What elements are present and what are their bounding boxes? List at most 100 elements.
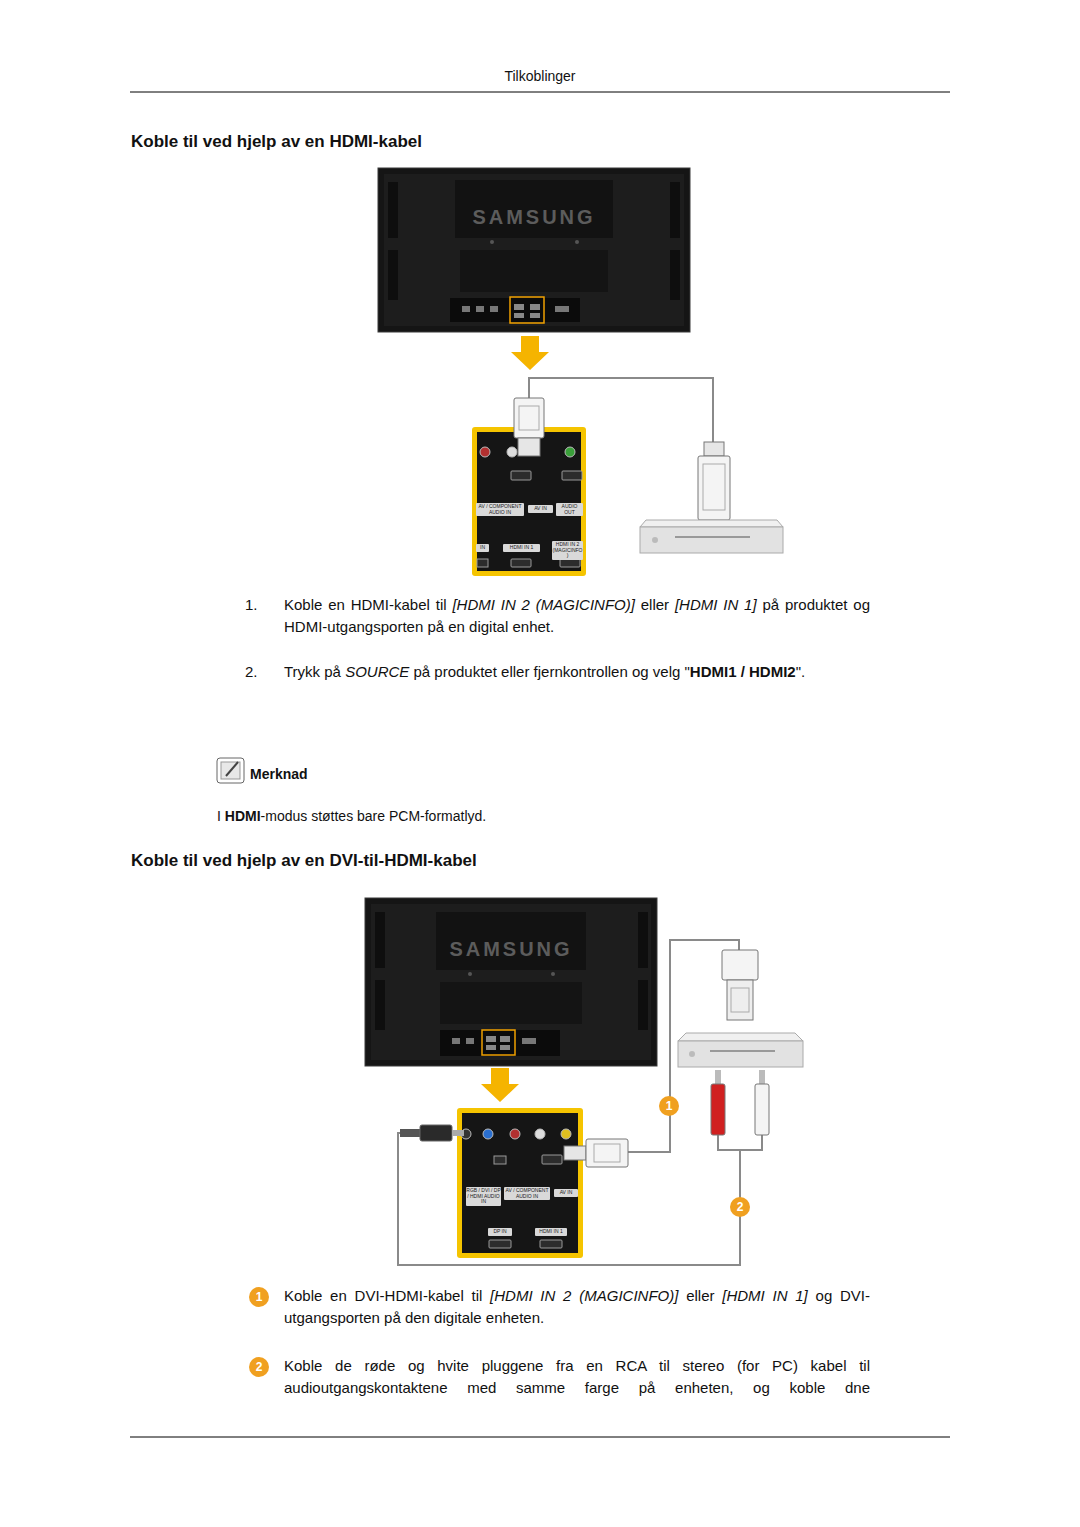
note-icon-part: [221, 762, 240, 779]
callout-number: 2: [249, 1357, 269, 1377]
connector-panel-part: [535, 1129, 545, 1139]
monitor-back-part: [388, 250, 398, 300]
connector-panel-part: [561, 1129, 571, 1139]
hdmi-plug-part: [704, 442, 724, 456]
step-text: Trykk på SOURCE på produktet eller fjern…: [284, 661, 870, 683]
monitor-back-part: [388, 182, 398, 238]
rule-line-part: [130, 92, 950, 93]
connector-panel-part: [562, 471, 582, 480]
monitor-back-part: [530, 304, 540, 310]
monitor-back-part: [490, 306, 498, 312]
port-label: AV IN: [528, 505, 553, 513]
dvd-player-part: [678, 1041, 803, 1067]
monitor-back: [378, 168, 690, 332]
callout-circle-part: [249, 1287, 269, 1307]
hdmi-plug-part: [518, 438, 540, 456]
connector-panel: [472, 427, 586, 576]
port-name: [HDMI IN 1]: [675, 596, 757, 613]
port-label: AUDIO OUT: [556, 503, 583, 516]
connector-panel-part: [480, 447, 490, 457]
monitor-back: [365, 898, 657, 1066]
dvd-player-part: [710, 1050, 775, 1052]
brand-logo: SAMSUNG: [454, 206, 614, 229]
text-run: Trykk på: [284, 663, 341, 680]
monitor-back-part: [670, 182, 680, 238]
monitor-back-part: [490, 240, 494, 244]
port-label: IN: [476, 544, 489, 552]
monitor-back-part: [440, 982, 582, 1024]
rca-plug: [711, 1070, 769, 1135]
note-heading: Merknad: [250, 766, 308, 782]
text-run: eller: [686, 1287, 714, 1304]
monitor-back-part: [530, 313, 540, 318]
step-text: Koble en HDMI-kabel til [HDMI IN 2 (MAGI…: [284, 594, 870, 638]
connector-panel-part: [510, 1129, 520, 1139]
source-name: HDMI1 / HDMI2: [690, 663, 796, 680]
dvd-player: [640, 520, 783, 553]
monitor-back-part: [482, 1030, 515, 1055]
connector-panel-part: [507, 447, 517, 457]
monitor-back-part: [450, 298, 580, 322]
dvd-player-part: [675, 536, 750, 538]
connector-panel-part: [462, 1113, 578, 1253]
monitor-back-part: [514, 313, 524, 318]
page-header: Tilkoblinger: [440, 68, 640, 84]
port-label: HDMI IN 1: [503, 544, 540, 552]
monitor-back-part: [440, 1030, 560, 1056]
rule-line-part: [130, 1437, 950, 1438]
dvd-player-part: [640, 527, 783, 553]
connector-panel-part: [542, 1155, 562, 1164]
monitor-back-part: [455, 180, 613, 238]
connector-panel-part: [565, 447, 575, 457]
connector-panel-part: [494, 1156, 506, 1164]
hdmi-plug: [564, 1139, 628, 1167]
dvd-player: [678, 1033, 803, 1067]
port-name: [HDMI IN 2 (MAGICINFO)]: [452, 596, 634, 613]
monitor-back-part: [452, 1038, 460, 1044]
callout-number: 2: [730, 1197, 750, 1217]
port-label: DP IN: [488, 1228, 512, 1236]
monitor-back-part: [466, 1038, 474, 1044]
connector-panel-part: [477, 559, 488, 567]
dvd-player-part: [640, 520, 783, 527]
note-icon-part: [217, 758, 244, 783]
monitor-back-part: [375, 980, 385, 1030]
text-run: Koble de røde og hvite pluggene fra en R…: [284, 1357, 870, 1396]
monitor-back-part: [670, 250, 680, 300]
note-icon-part: [226, 762, 238, 776]
rule-line: [130, 92, 950, 1437]
callout-number: 1: [249, 1287, 269, 1307]
port-label: AV / COMPONENT AUDIO IN: [476, 503, 524, 516]
audio-plug-part: [400, 1129, 420, 1137]
callout-circle-part: [730, 1197, 750, 1217]
port-label: RGB / DVI / DP / HDMI AUDIO IN: [466, 1187, 501, 1206]
connector-panel-part: [511, 559, 531, 567]
callout-circle: [249, 1096, 750, 1377]
monitor-back-part: [522, 1038, 536, 1044]
monitor-back-part: [460, 250, 608, 292]
hdmi-plug-part: [564, 1146, 586, 1160]
port-label: HDMI IN 1: [535, 1228, 567, 1236]
section-heading: Koble til ved hjelp av en HDMI-kabel: [131, 132, 422, 152]
text-run: eller: [641, 596, 669, 613]
monitor-back-part: [476, 306, 484, 312]
note-icon: [217, 758, 244, 783]
step-text: Koble de røde og hvite pluggene fra en R…: [284, 1355, 870, 1399]
monitor-back-part: [555, 306, 569, 312]
monitor-back-part: [375, 912, 385, 968]
callout-number: 1: [659, 1096, 679, 1116]
audio-plug-part: [452, 1130, 464, 1136]
hdmi-plug-part: [594, 1144, 620, 1162]
port-label: AV IN: [554, 1189, 578, 1197]
dvi-plug-part: [722, 950, 758, 980]
hdmi-plug: [698, 442, 730, 520]
rca-plug-part: [759, 1070, 765, 1084]
button-name: SOURCE: [345, 663, 409, 680]
brand-logo: SAMSUNG: [431, 938, 591, 961]
connector-panel-part: [560, 559, 580, 567]
port-name: [HDMI IN 1]: [722, 1287, 808, 1304]
step-number: 2.: [245, 661, 258, 683]
monitor-back-part: [468, 972, 472, 976]
text-run: Koble en HDMI-kabel til: [284, 596, 447, 613]
